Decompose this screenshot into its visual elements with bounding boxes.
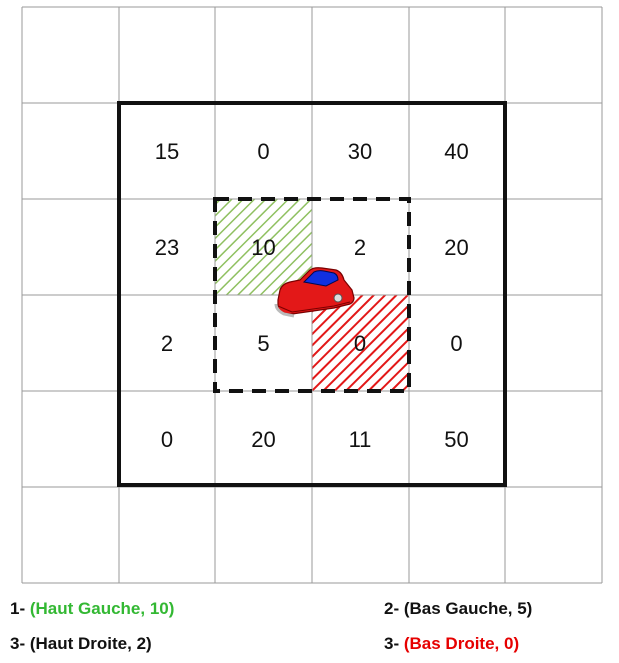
cell-value: 10 [251,235,275,260]
cell-value: 23 [155,235,179,260]
highlight-cell-top-left [215,199,312,295]
cell-value: 40 [444,139,468,164]
legend-item-4-number: 3- [384,634,400,653]
cell-value: 2 [354,235,366,260]
cell-value: 5 [257,331,269,356]
cell-value: 0 [257,139,269,164]
legend-item-2-text: (Bas Gauche, 5) [403,599,533,618]
legend-item-3-text: (Haut Droite, 2) [29,634,152,653]
legend-item-1-number: 1- [10,599,26,618]
cell-value: 30 [348,139,372,164]
legend-item-2: 2- (Bas Gauche, 5) [384,599,532,619]
car-icon [274,267,355,318]
legend-item-1-text: (Haut Gauche, 10) [29,599,175,618]
cell-value: 0 [161,427,173,452]
legend-item-4: 3- (Bas Droite, 0) [384,634,519,654]
legend-item-3: 3- (Haut Droite, 2) [10,634,152,654]
cell-value: 15 [155,139,179,164]
legend-item-1: 1- (Haut Gauche, 10) [10,599,174,619]
cell-value: 11 [349,427,372,452]
cell-value: 2 [161,331,173,356]
legend-item-2-number: 2- [384,599,400,618]
cell-value: 50 [444,427,468,452]
cell-value: 20 [251,427,275,452]
cell-value: 0 [354,331,366,356]
legend-item-3-number: 3- [10,634,26,653]
cell-value: 0 [450,331,462,356]
inner-window-border [213,197,411,393]
outer-region-border [117,101,507,487]
legend-item-4-text: (Bas Droite, 0) [403,634,520,653]
highlight-cell-bottom-right [312,295,409,391]
cell-value: 20 [444,235,468,260]
